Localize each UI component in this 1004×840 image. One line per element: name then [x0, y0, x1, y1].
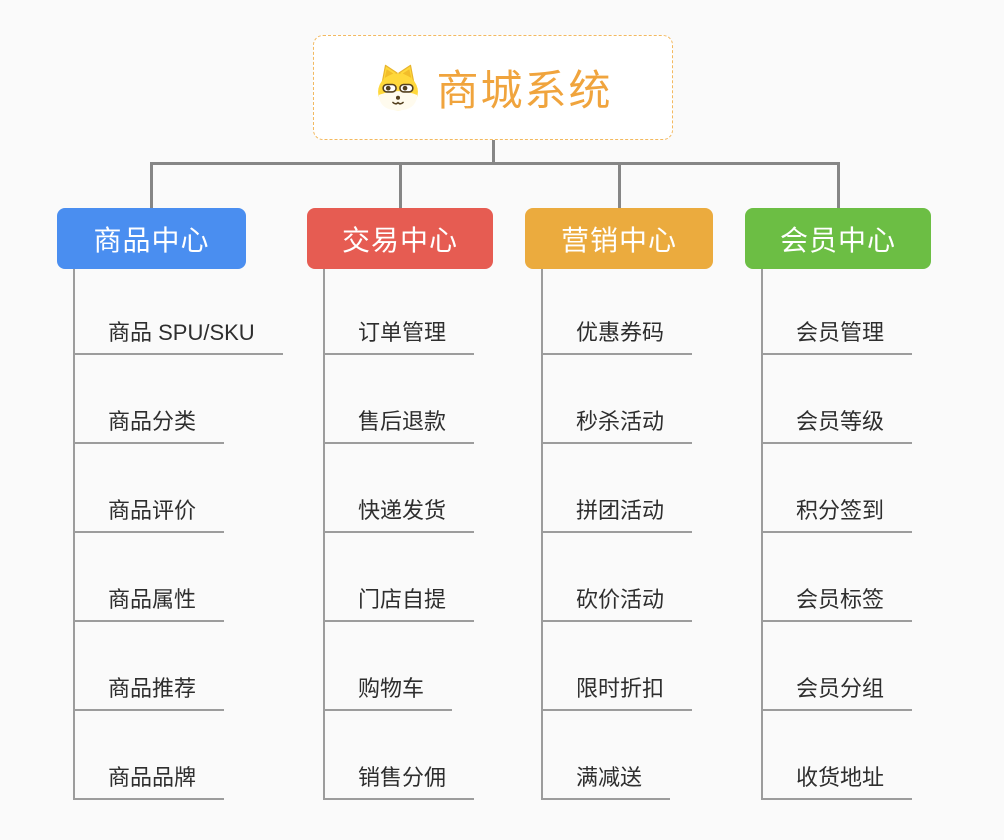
- leaf-node[interactable]: 快递发货: [325, 493, 475, 533]
- leaf-node[interactable]: 会员管理: [763, 315, 913, 355]
- leaf-node[interactable]: 商品评价: [75, 493, 225, 533]
- leaf-row: 秒杀活动: [543, 355, 713, 444]
- branch-children: 商品 SPU/SKU 商品分类商品评价商品属性商品推荐商品品牌: [73, 269, 283, 800]
- branch-children: 优惠券码秒杀活动拼团活动砍价活动限时折扣满减送: [541, 269, 713, 800]
- leaf-row: 商品推荐: [75, 622, 246, 711]
- leaf-node[interactable]: 商品分类: [75, 404, 225, 444]
- leaf-row: 商品评价: [75, 444, 246, 533]
- branch-column-3: 营销中心 优惠券码秒杀活动拼团活动砍价活动限时折扣满减送: [525, 208, 713, 800]
- leaf-node[interactable]: 积分签到: [763, 493, 913, 533]
- branch-node-3[interactable]: 营销中心: [525, 208, 713, 269]
- branch-column-2: 交易中心 订单管理售后退款快递发货门店自提购物车销售分佣: [307, 208, 493, 800]
- leaf-node[interactable]: 满减送: [543, 760, 671, 800]
- branch-children: 会员管理会员等级积分签到会员标签会员分组收货地址: [761, 269, 931, 800]
- leaf-row: 订单管理: [325, 269, 493, 355]
- branch-drop-line-2: [398, 162, 402, 208]
- leaf-node[interactable]: 订单管理: [325, 315, 475, 355]
- leaf-node[interactable]: 拼团活动: [543, 493, 693, 533]
- leaf-node[interactable]: 会员分组: [763, 671, 913, 711]
- leaf-node[interactable]: 收货地址: [763, 760, 913, 800]
- leaf-node[interactable]: 秒杀活动: [543, 404, 693, 444]
- root-node[interactable]: 商城系统: [313, 35, 673, 140]
- leaf-row: 积分签到: [763, 444, 931, 533]
- leaf-node[interactable]: 会员标签: [763, 582, 913, 622]
- leaf-row: 限时折扣: [543, 622, 713, 711]
- branch-node-2[interactable]: 交易中心: [307, 208, 493, 269]
- leaf-node[interactable]: 限时折扣: [543, 671, 693, 711]
- leaf-row: 快递发货: [325, 444, 493, 533]
- leaf-node[interactable]: 门店自提: [325, 582, 475, 622]
- leaf-row: 会员分组: [763, 622, 931, 711]
- leaf-row: 拼团活动: [543, 444, 713, 533]
- branch-column-4: 会员中心 会员管理会员等级积分签到会员标签会员分组收货地址: [745, 208, 931, 800]
- leaf-node[interactable]: 购物车: [325, 671, 453, 711]
- branch-node-1[interactable]: 商品中心: [57, 208, 246, 269]
- root-stem-line: [491, 140, 495, 165]
- leaf-node[interactable]: 商品品牌: [75, 760, 225, 800]
- leaf-row: 商品品牌: [75, 711, 246, 800]
- leaf-node[interactable]: 售后退款: [325, 404, 475, 444]
- leaf-node[interactable]: 商品属性: [75, 582, 225, 622]
- dog-face-icon: [373, 63, 423, 113]
- leaf-node[interactable]: 砍价活动: [543, 582, 693, 622]
- leaf-node[interactable]: 优惠券码: [543, 315, 693, 355]
- leaf-row: 门店自提: [325, 533, 493, 622]
- leaf-row: 销售分佣: [325, 711, 493, 800]
- branch-drop-line-4: [836, 162, 840, 208]
- root-title: 商城系统: [436, 67, 613, 114]
- leaf-row: 商品 SPU/SKU: [75, 269, 283, 355]
- leaf-row: 会员标签: [763, 533, 931, 622]
- branch-node-4[interactable]: 会员中心: [745, 208, 931, 269]
- leaf-row: 优惠券码: [543, 269, 713, 355]
- leaf-node[interactable]: 销售分佣: [325, 760, 475, 800]
- leaf-node[interactable]: 商品 SPU/SKU: [75, 315, 283, 355]
- leaf-row: 砍价活动: [543, 533, 713, 622]
- branch-bus-line: [150, 162, 840, 165]
- branch-column-1: 商品中心 商品 SPU/SKU 商品分类商品评价商品属性商品推荐商品品牌: [57, 208, 283, 800]
- leaf-row: 会员管理: [763, 269, 931, 355]
- leaf-row: 售后退款: [325, 355, 493, 444]
- leaf-row: 收货地址: [763, 711, 931, 800]
- leaf-node[interactable]: 会员等级: [763, 404, 913, 444]
- leaf-row: 会员等级: [763, 355, 931, 444]
- branch-drop-line-1: [150, 162, 153, 208]
- leaf-node[interactable]: 商品推荐: [75, 671, 225, 711]
- leaf-row: 商品分类: [75, 355, 246, 444]
- leaf-row: 商品属性: [75, 533, 246, 622]
- branch-children: 订单管理售后退款快递发货门店自提购物车销售分佣: [323, 269, 493, 800]
- leaf-row: 满减送: [543, 711, 713, 800]
- leaf-row: 购物车: [325, 622, 493, 711]
- branch-drop-line-3: [617, 162, 621, 208]
